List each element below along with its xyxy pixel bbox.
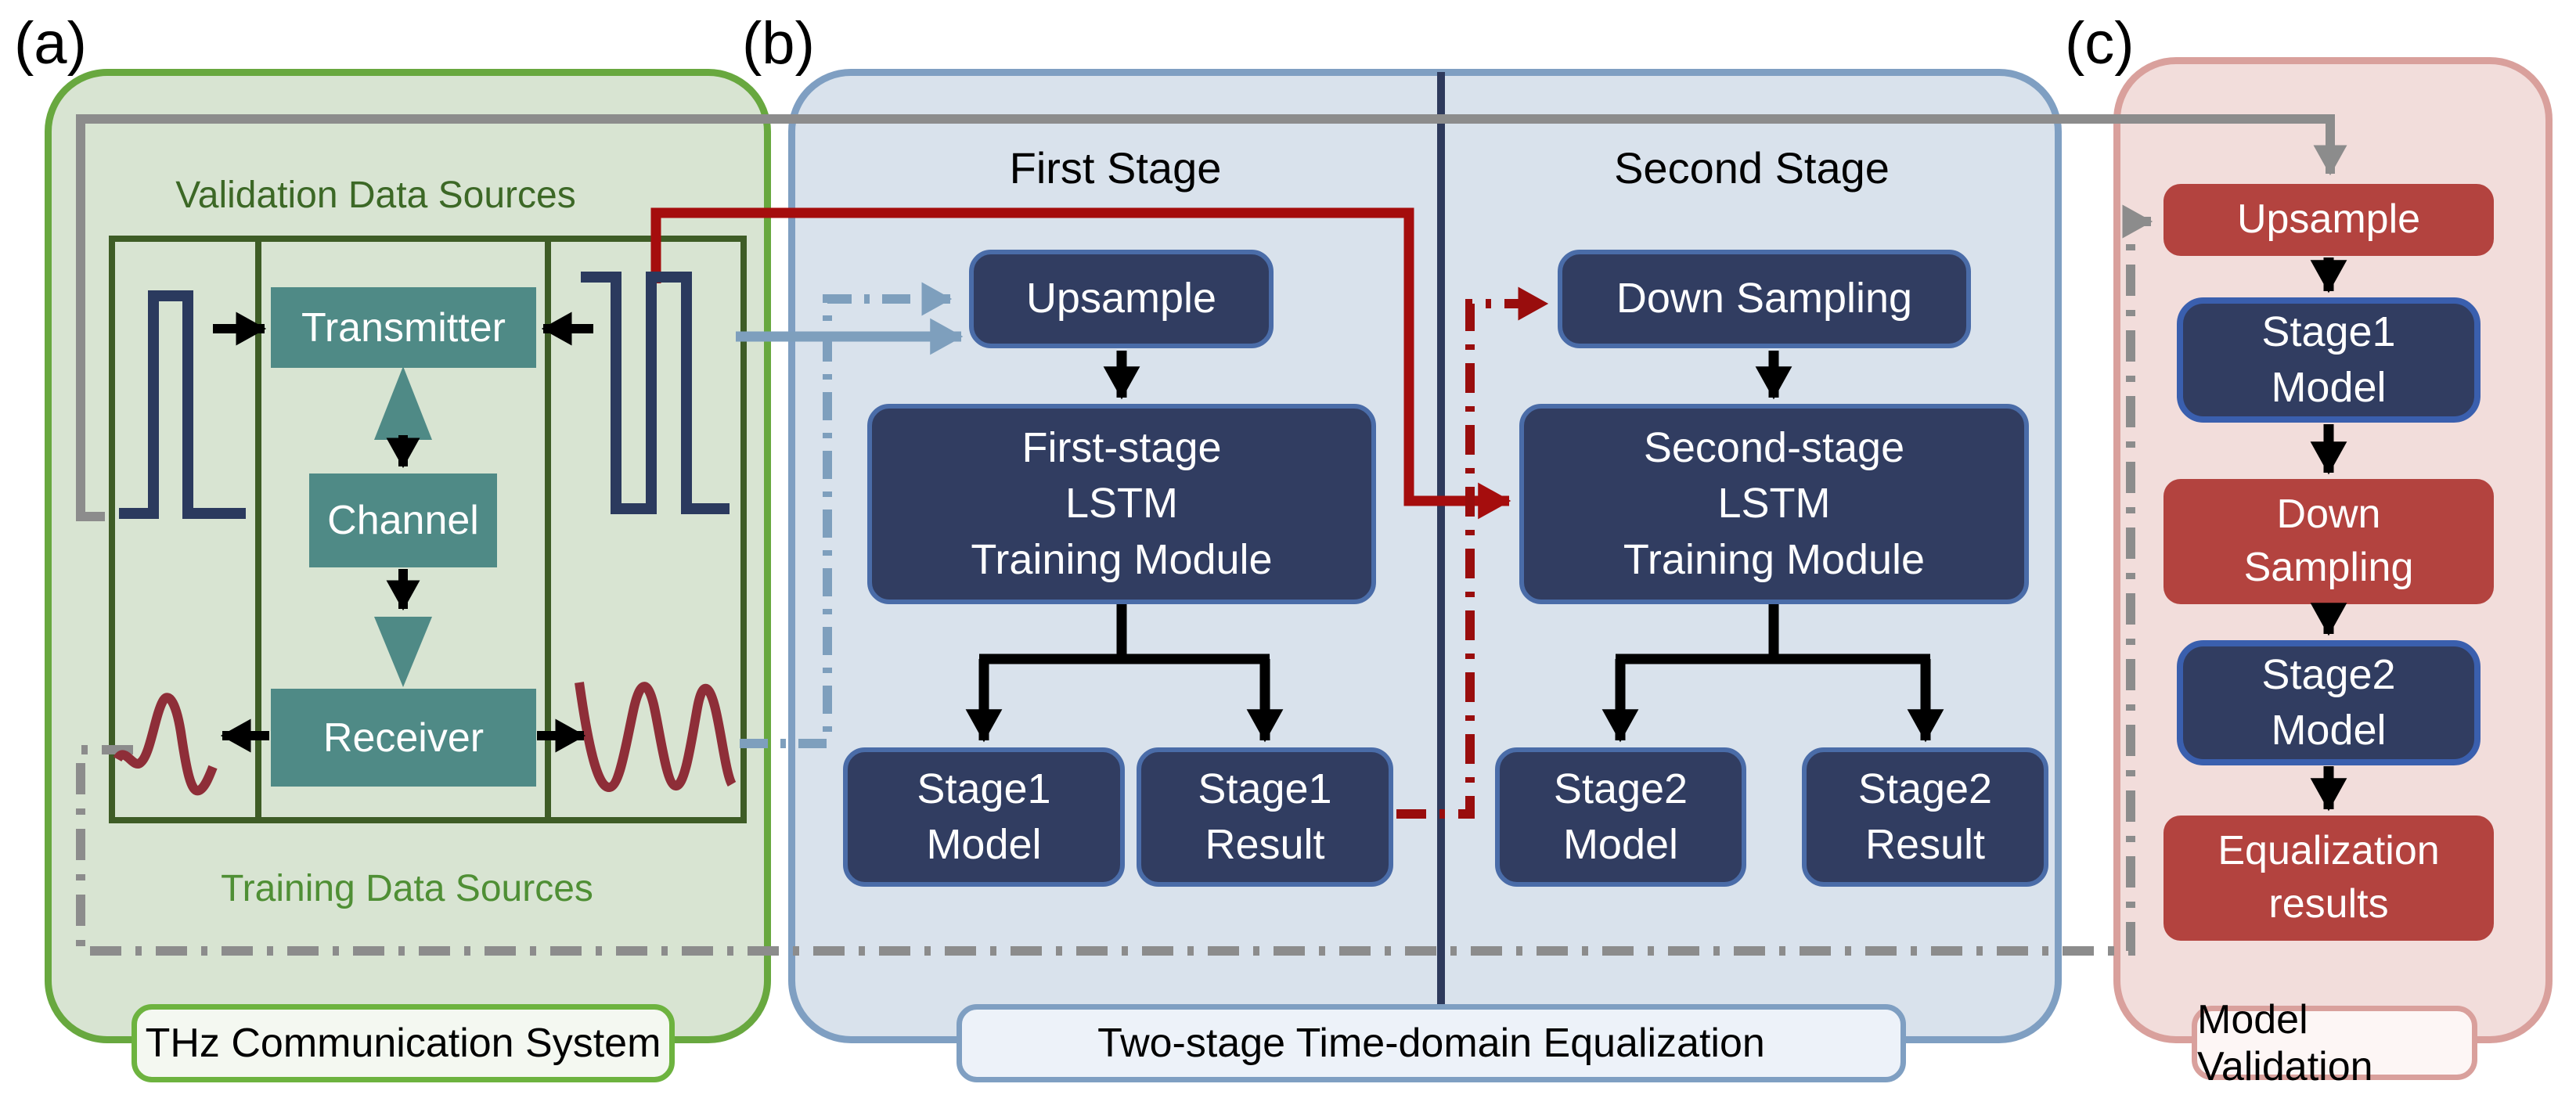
stage2-result-line1: Stage2 xyxy=(1857,765,1993,812)
receiver-block: Receiver xyxy=(271,689,536,787)
two-stage-equalization-caption-label: Two-stage Time-domain Equalization xyxy=(1097,1021,1765,1066)
first-stage-upsample-block: Upsample xyxy=(969,250,1274,348)
transmitter-block: Transmitter xyxy=(271,287,536,368)
stage1-result-line1: Stage1 xyxy=(1198,765,1332,812)
validation-data-sources-label: Validation Data Sources xyxy=(175,175,576,216)
validation-down-line1: Down xyxy=(2276,491,2381,538)
stage2-model-line1: Stage2 xyxy=(1553,765,1688,812)
panel-a-tag: (a) xyxy=(14,10,87,77)
lstm1-line2: LSTM xyxy=(1065,480,1179,527)
lstm1-line3: Training Module xyxy=(971,535,1273,583)
equalization-line1: Equalization xyxy=(2218,828,2440,874)
stage1-model-block: Stage1 Model xyxy=(843,747,1125,887)
stage2-result-block: Stage2 Result xyxy=(1802,747,2048,887)
equalization-line2: results xyxy=(2268,881,2389,927)
transmitter-label: Transmitter xyxy=(301,304,506,351)
validation-down-line2: Sampling xyxy=(2243,545,2414,590)
training-data-sources-label: Training Data Sources xyxy=(221,868,593,909)
lstm1-line1: First-stage xyxy=(1021,424,1222,472)
thz-system-caption-label: THz Communication System xyxy=(145,1021,661,1066)
validation-stage1-line2: Model xyxy=(2271,364,2387,411)
validation-stage1-model-block: Stage1 Model xyxy=(2177,297,2481,423)
panel-b-tag: (b) xyxy=(742,10,815,77)
validation-upsample-label: Upsample xyxy=(2236,196,2421,243)
lstm2-line3: Training Module xyxy=(1623,535,1926,583)
lstm2-line1: Second-stage xyxy=(1643,424,1905,472)
thz-system-caption: THz Communication System xyxy=(132,1004,675,1082)
model-validation-caption: Model Validation xyxy=(2192,997,2477,1089)
validation-upsample-block: Upsample xyxy=(2163,184,2494,256)
stage2-model-line2: Model xyxy=(1562,821,1679,868)
validation-stage2-line1: Stage2 xyxy=(2261,650,2396,698)
second-stage-heading: Second Stage xyxy=(1614,143,1890,193)
receiver-label: Receiver xyxy=(322,715,485,761)
first-stage-lstm-training-module-block: First-stage LSTM Training Module xyxy=(867,404,1376,604)
panel-c-tag: (c) xyxy=(2065,10,2135,77)
model-validation-caption-label: Model Validation xyxy=(2197,996,2373,1089)
first-stage-heading: First Stage xyxy=(1009,143,1222,193)
second-stage-downsampling-label: Down Sampling xyxy=(1616,275,1913,322)
channel-block: Channel xyxy=(309,473,497,567)
stage1-result-block: Stage1 Result xyxy=(1137,747,1393,887)
validation-downsampling-block: Down Sampling xyxy=(2163,479,2494,604)
equalization-results-block: Equalization results xyxy=(2163,816,2494,941)
second-stage-lstm-training-module-block: Second-stage LSTM Training Module xyxy=(1519,404,2029,604)
first-stage-upsample-label: Upsample xyxy=(1025,275,1217,322)
lstm2-line2: LSTM xyxy=(1717,480,1831,527)
two-stage-equalization-caption: Two-stage Time-domain Equalization xyxy=(957,1004,1906,1082)
channel-label: Channel xyxy=(327,498,479,543)
stage1-model-line2: Model xyxy=(926,821,1042,868)
validation-stage1-line1: Stage1 xyxy=(2261,308,2396,355)
stage2-result-line2: Result xyxy=(1864,821,1986,868)
validation-stage2-line2: Model xyxy=(2271,707,2387,754)
second-stage-downsampling-block: Down Sampling xyxy=(1558,250,1971,348)
stage1-model-line1: Stage1 xyxy=(917,765,1051,812)
stage1-result-line2: Result xyxy=(1205,821,1325,868)
stage2-model-block: Stage2 Model xyxy=(1495,747,1746,887)
validation-stage2-model-block: Stage2 Model xyxy=(2177,640,2481,765)
